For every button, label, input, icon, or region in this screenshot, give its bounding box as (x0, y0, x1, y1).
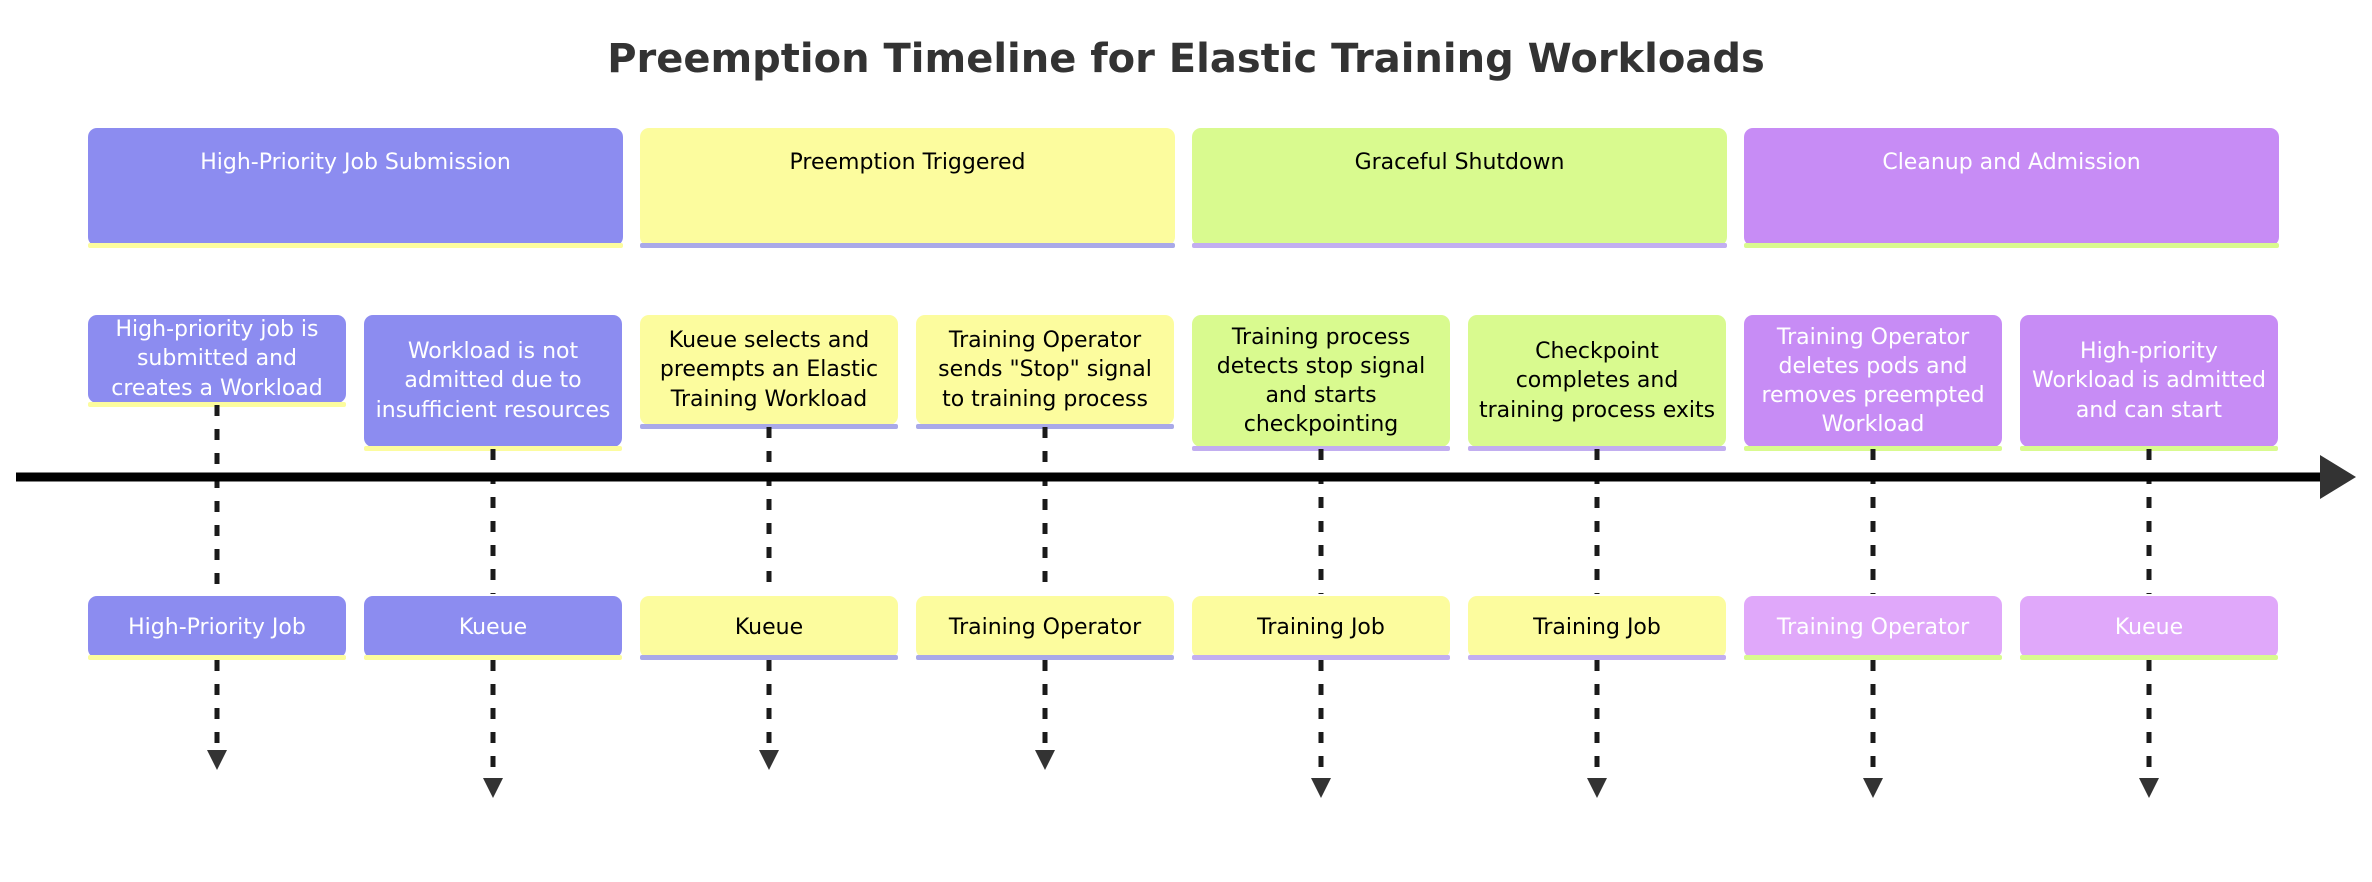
actor-box-label: Training Job (1533, 614, 1661, 640)
actor-box-label: High-Priority Job (128, 614, 306, 640)
section-band-underline (88, 243, 623, 248)
actor-box: Kueue (2020, 596, 2278, 658)
actor-box: High-Priority Job (88, 596, 346, 658)
section-band-underline (1192, 243, 1727, 248)
actor-box-label: Kueue (734, 614, 804, 640)
actor-box-label: Kueue (2114, 614, 2184, 640)
section-band: Preemption Triggered (640, 128, 1175, 246)
section-band: Cleanup and Admission (1744, 128, 2279, 246)
actor-box: Training Operator (1744, 596, 2002, 658)
event-box-underline (1744, 446, 2002, 451)
actor-box: Kueue (640, 596, 898, 658)
actor-box: Training Job (1468, 596, 1726, 658)
actor-box-underline (364, 655, 622, 660)
actor-box: Training Job (1192, 596, 1450, 658)
connector-arrowhead-icon (2139, 778, 2159, 798)
connector-arrowhead-icon (759, 750, 779, 770)
event-box: High-priority job is submitted and creat… (88, 315, 346, 403)
event-box-underline (364, 446, 622, 451)
actor-box-underline (916, 655, 1174, 660)
event-box: Training process detects stop signal and… (1192, 315, 1450, 447)
event-box-underline (1192, 446, 1450, 451)
actor-box-underline (88, 655, 346, 660)
event-box-underline (640, 424, 898, 429)
connector-arrowhead-icon (1863, 778, 1883, 798)
connector-arrowhead-icon (1311, 778, 1331, 798)
event-box-underline (88, 402, 346, 407)
connector-arrowhead-icon (1587, 778, 1607, 798)
actor-box-underline (2020, 655, 2278, 660)
event-box-text: High-priority Workload is admitted and c… (2031, 339, 2267, 423)
page-title: Preemption Timeline for Elastic Training… (607, 36, 1765, 82)
section-band-label: Cleanup and Admission (1882, 150, 2141, 175)
event-box: Training Operator sends "Stop" signal to… (916, 315, 1174, 425)
event-box: Checkpoint completes and training proces… (1468, 315, 1726, 447)
actor-box-label: Training Job (1257, 614, 1385, 640)
actor-box: Training Operator (916, 596, 1174, 658)
actor-box-underline (1192, 655, 1450, 660)
section-band: Graceful Shutdown (1192, 128, 1727, 246)
actor-box-label: Training Operator (948, 614, 1142, 640)
event-box-text: Training process detects stop signal and… (1216, 324, 1426, 438)
section-band-underline (640, 243, 1175, 248)
actor-box-label: Training Operator (1776, 614, 1970, 640)
event-box: Workload is not admitted due to insuffic… (364, 315, 622, 447)
event-box: High-priority Workload is admitted and c… (2020, 315, 2278, 447)
actor-box-underline (640, 655, 898, 660)
event-box-underline (1468, 446, 1726, 451)
actor-box-underline (1468, 655, 1726, 660)
event-box: Kueue selects and preempts an Elastic Tr… (640, 315, 898, 425)
event-box-text: High-priority job is submitted and creat… (111, 317, 323, 401)
timeline-axis-arrowhead-icon (2320, 455, 2356, 499)
event-box-text: Checkpoint completes and training proces… (1478, 339, 1716, 423)
connector-arrowhead-icon (1035, 750, 1055, 770)
connector-arrowhead-icon (483, 778, 503, 798)
actor-box: Kueue (364, 596, 622, 658)
section-band-underline (1744, 243, 2279, 248)
event-box: Training Operator deletes pods and remov… (1744, 315, 2002, 447)
section-band: High-Priority Job Submission (88, 128, 623, 246)
event-box-text: Training Operator sends "Stop" signal to… (938, 328, 1152, 412)
event-box-text: Training Operator deletes pods and remov… (1761, 324, 1985, 438)
event-box-underline (2020, 446, 2278, 451)
event-box-text: Kueue selects and preempts an Elastic Tr… (659, 328, 879, 412)
section-band-label: High-Priority Job Submission (200, 150, 511, 175)
section-band-label: Preemption Triggered (789, 150, 1026, 175)
connector-arrowhead-icon (207, 750, 227, 770)
actor-box-label: Kueue (458, 614, 528, 640)
section-band-label: Graceful Shutdown (1354, 150, 1565, 175)
event-box-underline (916, 424, 1174, 429)
actor-box-underline (1744, 655, 2002, 660)
event-box-text: Workload is not admitted due to insuffic… (375, 339, 611, 423)
